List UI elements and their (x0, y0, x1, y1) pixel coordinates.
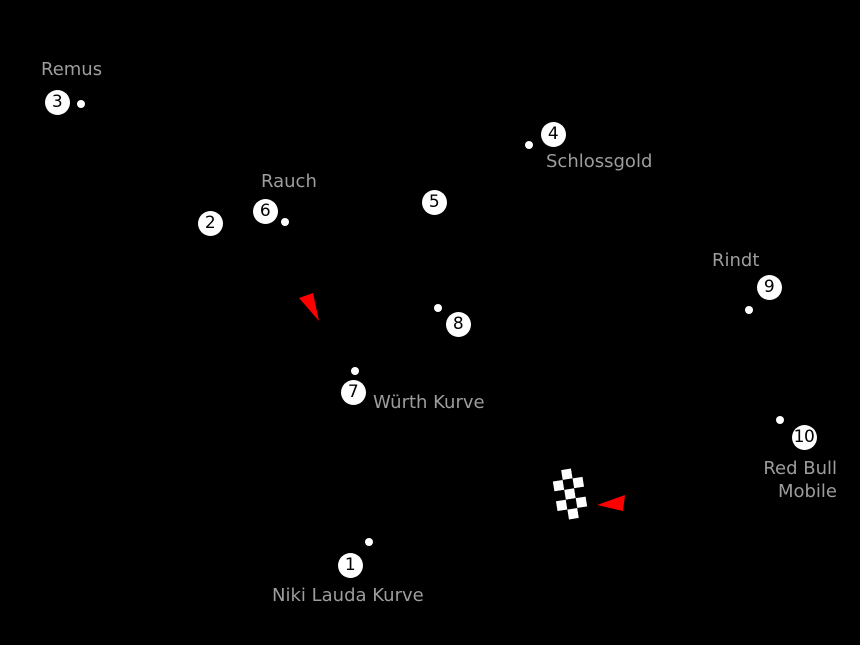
turn-4-marker: 4 (540, 121, 566, 147)
label-line: Schlossgold (546, 151, 653, 172)
label-line: Niki Lauda Kurve (272, 585, 424, 606)
label-line: Red Bull (763, 458, 837, 479)
turn-1-marker: 1 (337, 552, 363, 578)
turn-8-apex-dot (434, 304, 442, 312)
turn-7-apex-dot (351, 367, 359, 375)
turn-9-marker: 9 (756, 274, 782, 300)
turn-5-marker: 5 (421, 189, 447, 215)
turn-10-marker: 10 (791, 424, 817, 450)
label-line: Rindt (712, 250, 760, 271)
race-direction-arrow-icon (299, 293, 319, 321)
turn-1-apex-dot (365, 538, 373, 546)
turn-10-apex-dot (776, 416, 784, 424)
turn-8-marker: 8 (445, 311, 471, 337)
turn-6-name-label: Rauch (261, 170, 317, 193)
race-direction-arrow-icon (597, 495, 625, 511)
label-line: Mobile (777, 481, 837, 502)
turn-3-apex-dot (77, 100, 85, 108)
turn-4-apex-dot (525, 141, 533, 149)
label-line: Remus (41, 59, 103, 80)
turn-1-name-label: Niki Lauda Kurve (272, 584, 424, 607)
turn-7-marker: 7 (340, 379, 366, 405)
turn-2-marker: 2 (197, 210, 223, 236)
turn-9-apex-dot (745, 306, 753, 314)
label-line: Würth Kurve (373, 392, 485, 413)
turn-6-apex-dot (281, 218, 289, 226)
turn-3-name-label: Remus (41, 58, 102, 81)
turn-6-marker: 6 (252, 198, 278, 224)
turn-3-marker: 3 (44, 89, 70, 115)
turn-9-name-label: Rindt (712, 249, 759, 272)
label-line: Rauch (261, 171, 317, 192)
turn-4-name-label: Schlossgold (546, 150, 652, 173)
turn-7-name-label: Würth Kurve (373, 391, 485, 414)
flag-cell (577, 506, 589, 518)
